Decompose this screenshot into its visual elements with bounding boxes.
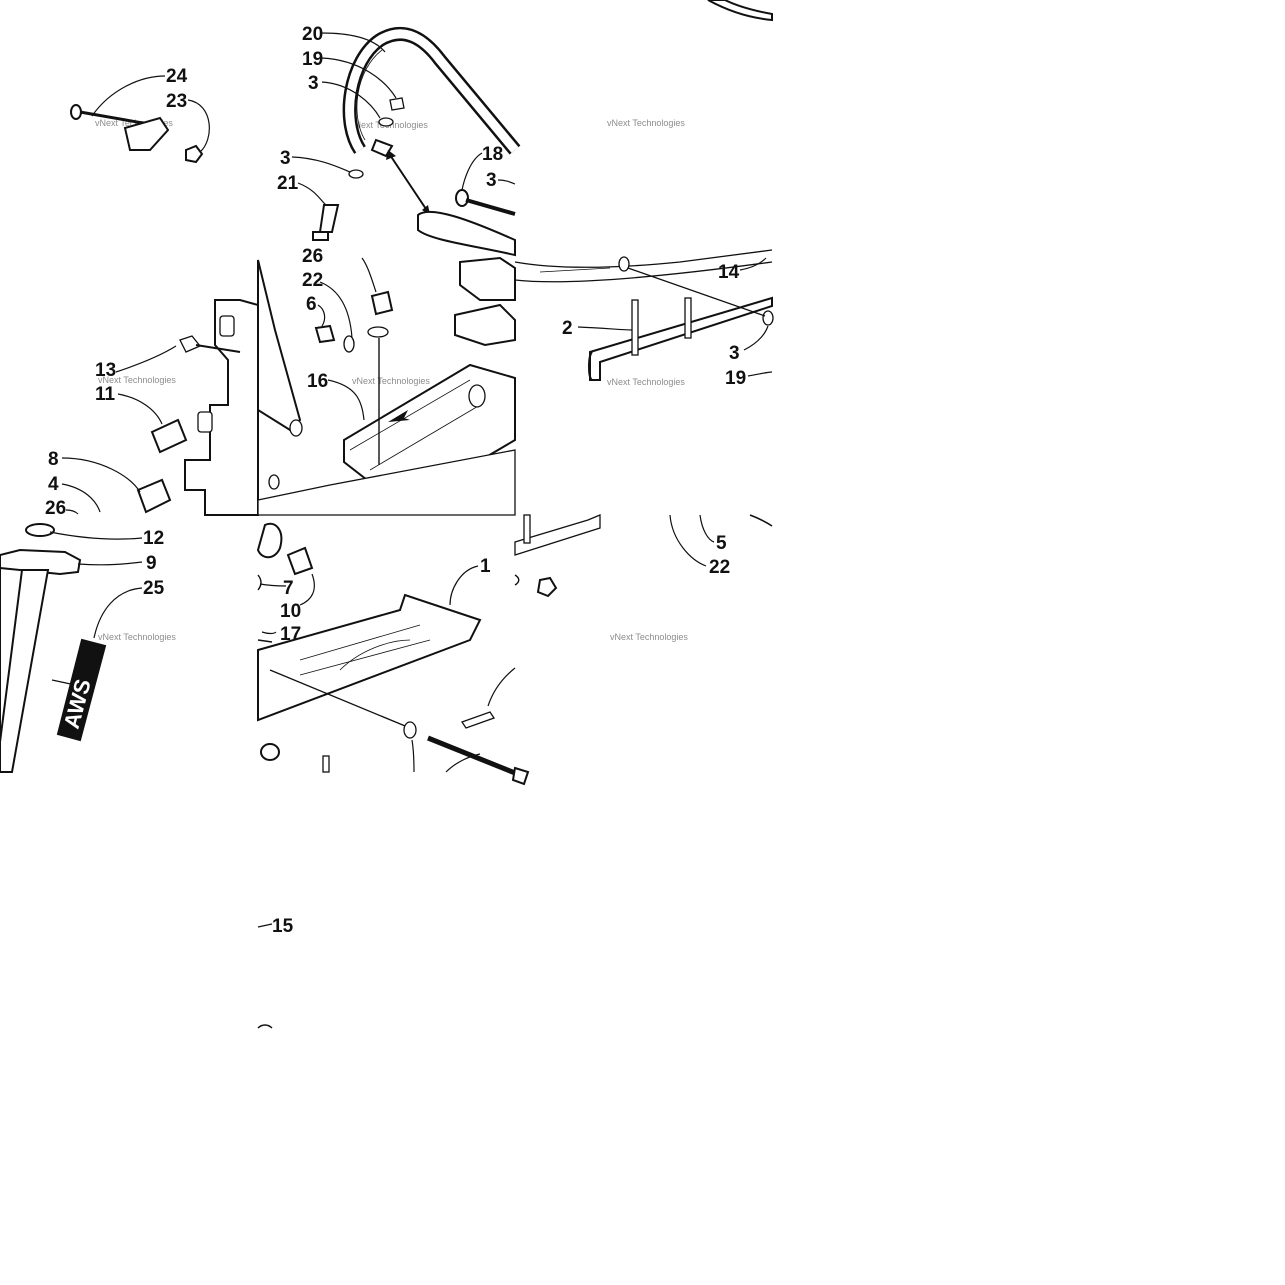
callout-4: 4 (48, 474, 59, 495)
fragment-mark (257, 1024, 273, 1029)
callout-17: 17 (280, 624, 301, 645)
callout-21: 21 (277, 173, 299, 194)
callout-13: 13 (95, 360, 116, 381)
callout-3: 3 (486, 170, 497, 191)
callout-22: 22 (302, 270, 323, 291)
watermark: vNext Technologies (607, 118, 685, 128)
watermark: vNext Technologies (98, 632, 176, 642)
ski-saddle (257, 256, 516, 516)
runner-end-fragment (514, 514, 773, 598)
bolt-clamp-assembly (70, 75, 210, 164)
callout-22: 22 (709, 557, 730, 578)
callout-25: 25 (143, 578, 165, 599)
callout-9: 9 (146, 553, 157, 574)
callout-16: 16 (307, 371, 328, 392)
callout-3: 3 (729, 343, 740, 364)
watermark: vNext Technologies (610, 632, 688, 642)
ski-tip-fragment (707, 0, 773, 22)
callout-10: 10 (280, 601, 301, 622)
ski (256, 522, 530, 786)
callout-12: 12 (143, 528, 164, 549)
spindle-bracket (61, 299, 259, 516)
callout-14: 14 (718, 262, 740, 283)
callout-26: 26 (45, 498, 66, 519)
callout-11: 11 (95, 384, 116, 405)
callout-26: 26 (302, 246, 323, 267)
callout-20: 20 (302, 24, 323, 45)
callout-3: 3 (308, 73, 319, 94)
callout-5: 5 (716, 533, 727, 554)
callout-18: 18 (482, 144, 503, 165)
callout-2: 2 (562, 318, 573, 339)
ski-loop-assembly (291, 27, 521, 257)
wear-bar-runner (514, 249, 774, 381)
callout-19: 19 (725, 368, 746, 389)
watermark: vNext Technologies (98, 375, 176, 385)
callout-15: 15 (272, 916, 294, 937)
callout-19: 19 (302, 49, 323, 70)
callout-23: 23 (166, 91, 187, 112)
leader-15 (257, 923, 273, 928)
callout-labels: 24 23 20 19 3 3 21 18 3 26 22 6 16 14 2 … (45, 24, 746, 937)
watermark: vNext Technologies (352, 376, 430, 386)
callout-24: 24 (166, 66, 188, 87)
callout-1: 1 (480, 556, 491, 577)
callout-3: 3 (280, 148, 291, 169)
watermark: vNext Technologies (607, 377, 685, 387)
callout-6: 6 (306, 294, 317, 315)
callout-8: 8 (48, 449, 59, 470)
spindle-and-decal: AWS (0, 523, 143, 773)
callout-7: 7 (283, 578, 294, 599)
